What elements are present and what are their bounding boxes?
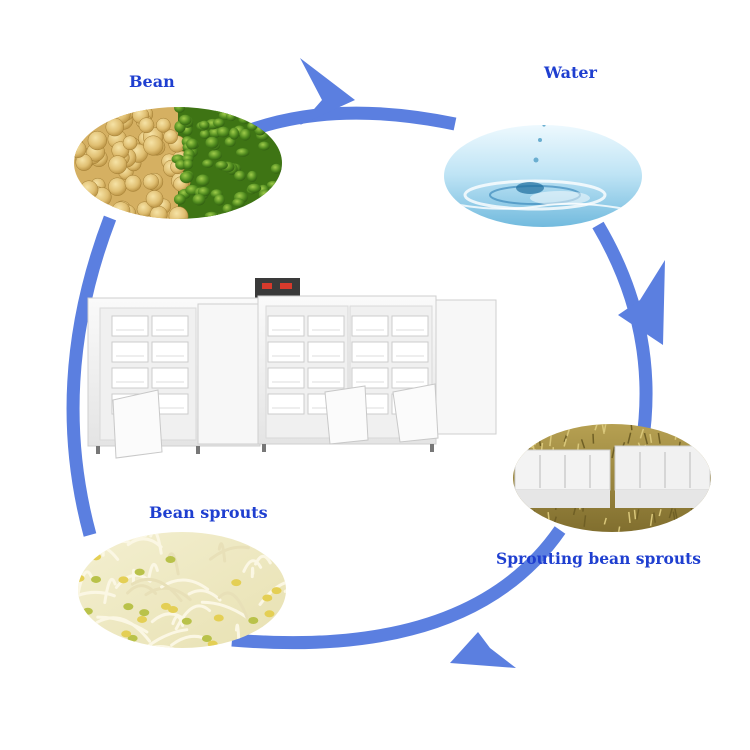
bean-sprouts-photo [78,532,286,648]
arc-water-to-sprouting [592,221,653,447]
arc-bean-to-water [237,106,457,141]
arc-sprouting-to-sprouts [231,526,566,650]
arc-sprouts-to-bean [66,215,117,537]
water-photo [444,125,642,227]
label-sprouting-bean-sprouts: Sprouting bean sprouts [496,549,701,568]
sprouting-machine-photo [87,278,497,459]
bean-photo [74,107,282,219]
cycle-arrows [66,58,665,668]
arrowhead-bottom [450,632,516,668]
label-bean: Bean [129,72,175,91]
arrowhead-top [300,58,355,125]
label-bean-sprouts: Bean sprouts [149,503,268,522]
control-panel [255,278,300,298]
arrowhead-right [618,260,665,345]
label-water: Water [544,63,597,82]
sprouting-trays-photo [513,424,711,532]
